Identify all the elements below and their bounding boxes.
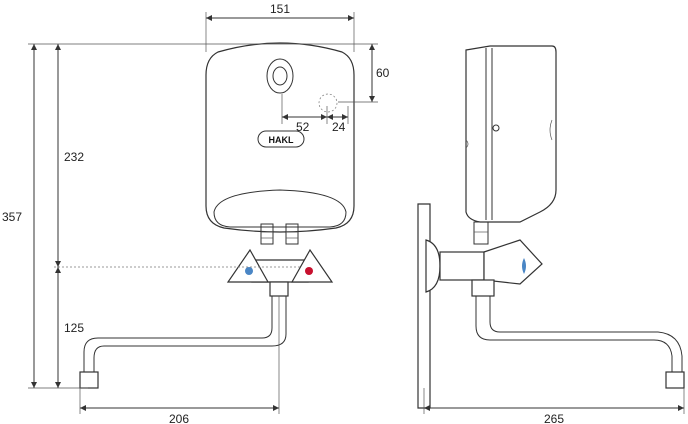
pipe-hot bbox=[285, 223, 299, 245]
side-pipe bbox=[473, 221, 489, 245]
dim-height-upper: 232 bbox=[64, 150, 84, 164]
valve-handle-cold bbox=[226, 248, 270, 283]
side-spout-pipe bbox=[475, 296, 683, 372]
mounting-hole bbox=[318, 93, 338, 113]
dim-height-total: 357 bbox=[2, 210, 22, 224]
side-screw bbox=[492, 124, 500, 132]
side-spout-tip bbox=[665, 371, 685, 389]
pipe-cold bbox=[260, 223, 274, 245]
spout-tip bbox=[79, 371, 99, 389]
dim-depth-side: 60 bbox=[376, 66, 390, 80]
arrowheads bbox=[31, 15, 684, 411]
side-cold-indicator bbox=[522, 258, 526, 274]
heater-side-body bbox=[465, 45, 557, 223]
side-spout-nut bbox=[471, 279, 495, 297]
wall-line bbox=[417, 203, 431, 409]
dim-height-lower: 125 bbox=[64, 321, 84, 335]
front-view: HAKL bbox=[79, 42, 355, 389]
cold-indicator bbox=[245, 267, 253, 275]
valve-handle-side bbox=[483, 239, 543, 285]
dim-side-depth: 265 bbox=[544, 412, 564, 424]
heater-bottom-cover bbox=[213, 189, 347, 228]
wall-flange bbox=[425, 239, 441, 293]
dim-spout-reach: 206 bbox=[169, 412, 189, 424]
valve-handle-hot bbox=[290, 248, 334, 283]
thermostat-knob-inner bbox=[272, 66, 288, 86]
dim-width-top: 151 bbox=[270, 2, 290, 16]
logo-text: HAKL bbox=[269, 135, 294, 145]
dim-offset-a: 52 bbox=[296, 120, 310, 134]
spout-pipe bbox=[83, 296, 287, 372]
side-view bbox=[417, 45, 685, 409]
hot-indicator bbox=[305, 267, 313, 275]
thermostat-knob bbox=[266, 58, 294, 94]
logo-badge bbox=[257, 130, 305, 148]
dim-offset-b: 24 bbox=[332, 120, 346, 134]
spout-nut bbox=[269, 281, 289, 297]
mixer-side-body bbox=[439, 251, 485, 281]
